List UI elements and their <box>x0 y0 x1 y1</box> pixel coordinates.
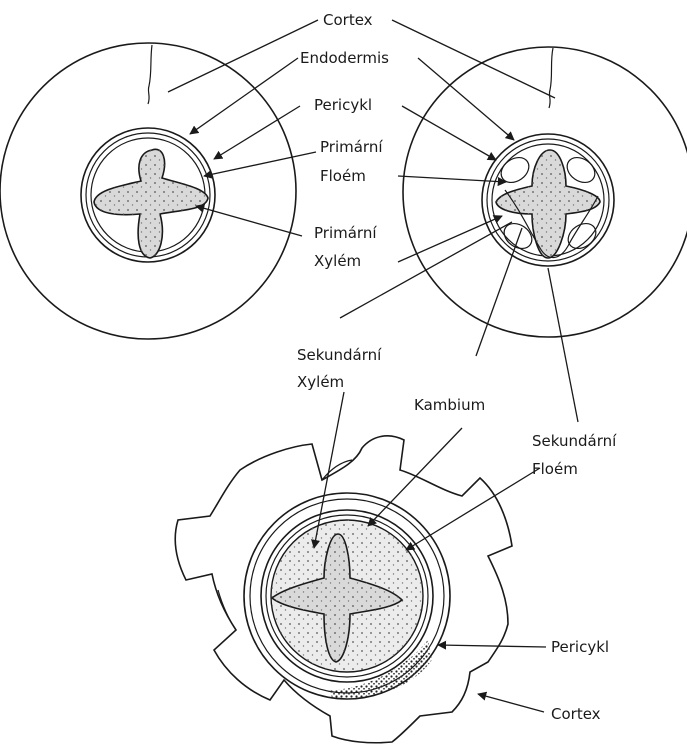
label-cortex-bottom: Cortex <box>551 705 601 723</box>
endodermis-leader-left <box>190 58 298 134</box>
label-cortex-top: Cortex <box>323 11 373 29</box>
primary-phloem-leader-right <box>398 176 506 182</box>
left-cortex-crack <box>148 45 152 104</box>
label-primary-xylem-line1: Primární <box>314 224 377 242</box>
label-secondary-xylem-line2: Xylém <box>297 373 344 391</box>
kambium-leader-bottom <box>368 428 462 526</box>
left-xylem-texture <box>94 149 208 258</box>
cortex-top-leader-left <box>168 20 318 92</box>
right-phloem-lower-right <box>563 218 600 253</box>
right-phloem-lower-left <box>499 218 536 253</box>
primary-xylem-leader-right <box>398 216 502 262</box>
label-kambium: Kambium <box>414 396 485 414</box>
left-root-cross-section <box>0 43 296 339</box>
cortex-bottom-leader <box>478 694 544 712</box>
secondary-phloem-leader-top <box>548 268 578 422</box>
label-secondary-phloem-line1: Sekundární <box>532 432 617 450</box>
bottom-root-cross-section <box>175 436 512 743</box>
label-primary-phloem-line1: Primární <box>320 138 383 156</box>
label-pericykl-bottom: Pericykl <box>551 638 609 656</box>
cortex-top-leader-right <box>392 20 555 98</box>
primary-phloem-leader-left <box>204 152 316 176</box>
label-primary-phloem-line2: Floém <box>320 167 366 185</box>
label-secondary-phloem-line2: Floém <box>532 460 578 478</box>
endodermis-leader-right <box>418 58 514 140</box>
kambium-leader-top <box>476 228 522 356</box>
label-pericykl-top: Pericykl <box>314 96 372 114</box>
right-phloem-upper-right <box>562 152 599 187</box>
pericykl-bottom-leader <box>438 645 546 647</box>
label-endodermis: Endodermis <box>300 49 389 67</box>
pericykl-top-leader-left <box>214 106 300 159</box>
label-primary-xylem-line2: Xylém <box>314 252 361 270</box>
primary-xylem-leader-left <box>196 206 302 236</box>
right-cortex-crack <box>549 48 553 108</box>
bottom-cortex-crease-2 <box>218 590 236 630</box>
right-root-cross-section <box>403 47 687 337</box>
label-secondary-xylem-line1: Sekundární <box>297 346 382 364</box>
